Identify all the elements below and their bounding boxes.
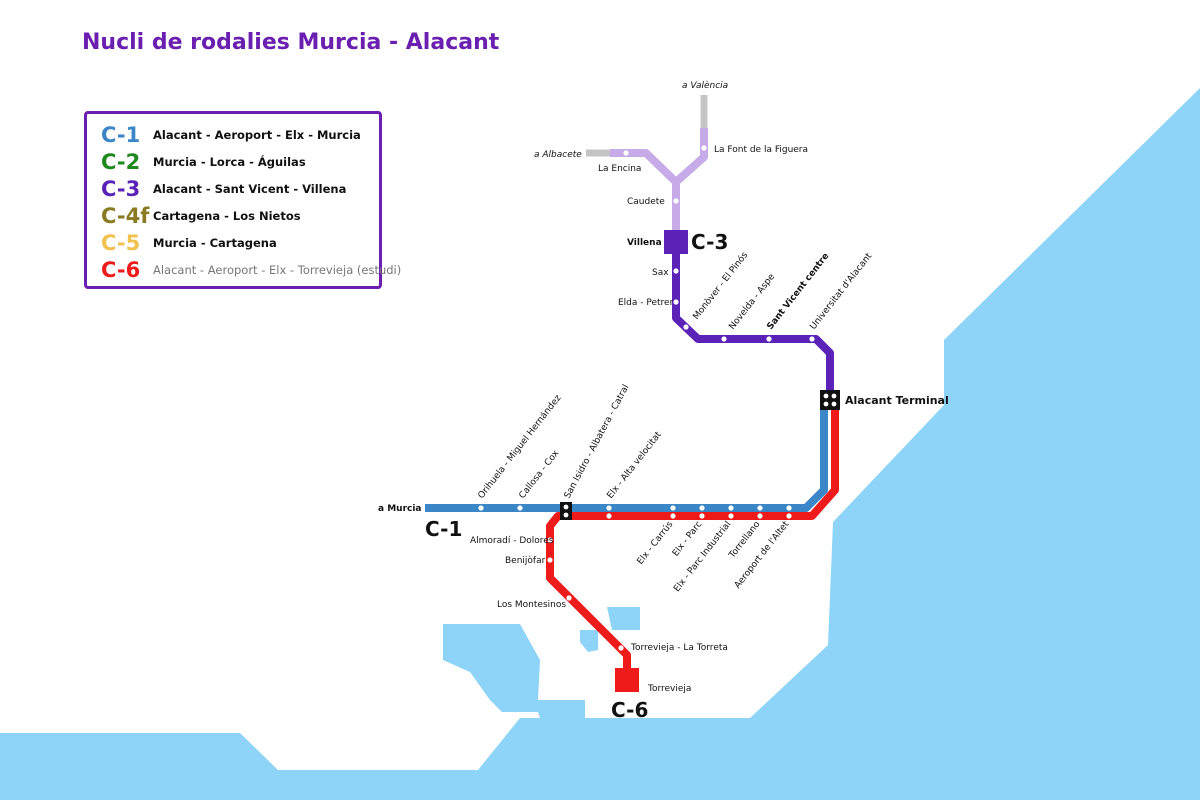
line-label-c6: C-6 (611, 698, 648, 722)
direction-murcia: a Murcia (378, 504, 422, 514)
legend-row-c4f: C-4f Cartagena - Los Nietos (101, 203, 301, 229)
station-label-la-font: La Font de la Figuera (714, 145, 808, 155)
station-label-almoradi: Almoradí - Dolores (470, 536, 554, 546)
station-label-torrevieja: Torrevieja (647, 684, 691, 694)
station-label-villena: Villena (627, 238, 662, 248)
legend-label-c4f: Cartagena - Los Nietos (153, 209, 301, 223)
station-torrevieja-marker[interactable] (615, 668, 639, 692)
station-dot-novelda[interactable] (721, 336, 727, 342)
station-dot-torreta[interactable] (618, 645, 624, 651)
legend-row-c6: C-6 Alacant - Aeroport - Elx - Torreviej… (101, 257, 401, 283)
station-label-torreta: Torrevieja - La Torreta (630, 643, 728, 653)
station-dot-monover[interactable] (683, 324, 689, 330)
station-dot-la-encina[interactable] (623, 150, 629, 156)
station-dot-sant-vicent[interactable] (766, 336, 772, 342)
station-dot-elx-carrus[interactable] (670, 505, 676, 511)
direction-albacete: a Albacete (534, 150, 582, 160)
station-label-los-montesinos: Los Montesinos (497, 600, 566, 610)
legend-label-c6: Alacant - Aeroport - Elx - Torrevieja (e… (153, 263, 402, 277)
station-label-elx-carrus: Elx - Carrús (636, 519, 676, 566)
station-villena-marker[interactable] (664, 230, 688, 254)
interchange-alacant-terminal[interactable] (820, 390, 840, 410)
legend-row-c5: C-5 Murcia - Cartagena (101, 230, 277, 256)
station-dot-elx-carrus-c6[interactable] (670, 513, 676, 519)
station-dot-torrellano[interactable] (757, 505, 763, 511)
legend-code-c6: C-6 (101, 258, 141, 282)
station-label-sax: Sax (652, 268, 669, 278)
station-label-alacant-terminal: Alacant Terminal (845, 394, 949, 407)
station-dot-caudete[interactable] (673, 198, 679, 204)
line-label-c1: C-1 (425, 517, 462, 541)
station-dot-aeroport[interactable] (786, 505, 792, 511)
station-label-aeroport: Aeroport de l'Altet (733, 519, 792, 590)
station-dot-aeroport-c6[interactable] (786, 513, 792, 519)
station-label-caudete: Caudete (627, 197, 665, 207)
line-c6 (546, 400, 839, 680)
station-dot-elx-av-c6[interactable] (606, 513, 612, 519)
page-title: Nucli de rodalies Murcia - Alacant (82, 30, 500, 55)
station-label-orihuela: Orihuela - Miguel Hernández (476, 393, 563, 501)
station-label-elx-av: Elx - Alta velocitat (605, 430, 664, 501)
line-label-c3: C-3 (691, 230, 728, 254)
legend-label-c1: Alacant - Aeroport - Elx - Murcia (153, 128, 361, 142)
legend-code-c2: C-2 (101, 150, 141, 174)
station-dot-elx-parc-ind[interactable] (728, 505, 734, 511)
station-dot-callosa[interactable] (517, 505, 523, 511)
legend-label-c2: Murcia - Lorca - Águilas (153, 155, 306, 169)
legend-code-c4f: C-4f (101, 204, 150, 228)
direction-valencia: a València (682, 80, 728, 91)
station-label-callosa: Callosa - Cox (517, 448, 561, 501)
legend-code-c5: C-5 (101, 231, 141, 255)
station-label-la-encina: La Encina (598, 164, 641, 174)
station-dot-elx-parc-ind-c6[interactable] (728, 513, 734, 519)
lagoon-lamata (607, 607, 640, 630)
station-dot-elx-av[interactable] (606, 505, 612, 511)
legend: C-1 Alacant - Aeroport - Elx - Murcia C-… (84, 111, 401, 289)
station-dot-elda[interactable] (673, 299, 679, 305)
legend-row-c3: C-3 Alacant - Sant Vicent - Villena (101, 176, 346, 202)
legend-label-c5: Murcia - Cartagena (153, 236, 277, 250)
station-label-elx-parc-ind: Elx - Parc Industrial (672, 520, 733, 594)
line-c3 (672, 240, 834, 400)
station-dot-los-montesinos[interactable] (566, 595, 572, 601)
interchange-san-isidro[interactable] (560, 502, 572, 520)
sea-area (0, 88, 1200, 800)
station-dot-benijofar[interactable] (547, 557, 553, 563)
station-dot-sax[interactable] (673, 268, 679, 274)
station-dot-universitat[interactable] (809, 336, 815, 342)
legend-row-c1: C-1 Alacant - Aeroport - Elx - Murcia (101, 122, 361, 148)
legend-code-c3: C-3 (101, 177, 141, 201)
legend-code-c1: C-1 (101, 123, 141, 147)
station-label-elda: Elda - Petrer (618, 298, 674, 308)
legend-label-c3: Alacant - Sant Vicent - Villena (153, 182, 347, 196)
line-c1 (425, 400, 828, 512)
station-dot-torrellano-c6[interactable] (757, 513, 763, 519)
lagoon-torrevieja (443, 624, 585, 718)
station-dot-almoradi[interactable] (547, 537, 553, 543)
station-dot-elx-parc-c6[interactable] (699, 513, 705, 519)
station-dots (478, 145, 815, 651)
line-c3-light (610, 128, 708, 240)
station-dot-la-font[interactable] (701, 145, 707, 151)
lagoon-small (580, 630, 598, 652)
station-label-benijofar: Benijòfar (505, 555, 546, 566)
legend-row-c2: C-2 Murcia - Lorca - Águilas (101, 149, 306, 175)
station-dot-elx-parc[interactable] (699, 505, 705, 511)
station-dot-orihuela[interactable] (478, 505, 484, 511)
